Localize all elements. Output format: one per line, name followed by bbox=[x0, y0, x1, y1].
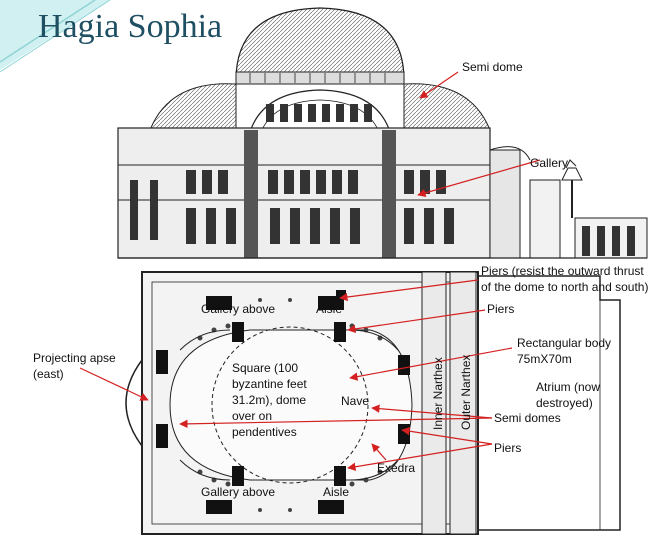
arrow-semi-domes-2 bbox=[371, 404, 493, 419]
label-aisle-top: Aisle bbox=[316, 302, 343, 316]
label-projecting-apse-line2: (east) bbox=[33, 367, 64, 381]
label-square-line4: over on bbox=[232, 409, 273, 423]
label-piers-right: Piers bbox=[487, 302, 515, 316]
label-rectangular-body-line2: 75mX70m bbox=[517, 352, 572, 366]
label-aisle-bottom: Aisle bbox=[323, 485, 350, 499]
label-inner-narthex: Inner Narthex bbox=[431, 357, 445, 430]
label-piers-resist-line1: Piers (resist the outward thrust bbox=[481, 264, 644, 278]
arrow-piers-lower-2 bbox=[347, 443, 493, 471]
label-square-line3: 31.2m), dome bbox=[232, 393, 307, 407]
arrow-piers-resist bbox=[339, 279, 479, 302]
label-exedra: Exedra bbox=[377, 461, 416, 475]
label-projecting-apse-line1: Projecting apse bbox=[33, 351, 116, 365]
arrow-semi-domes-1 bbox=[179, 417, 493, 429]
arrow-semi-dome bbox=[419, 71, 459, 99]
label-gallery-above-bottom: Gallery above bbox=[201, 485, 276, 499]
arrow-piers-right bbox=[347, 309, 486, 334]
label-piers-lower: Piers bbox=[494, 441, 522, 455]
arrow-projecting-apse bbox=[79, 367, 149, 401]
label-atrium-line1: Atrium (now bbox=[536, 380, 601, 394]
label-atrium-line2: destroyed) bbox=[536, 396, 593, 410]
label-nave: Nave bbox=[341, 394, 370, 408]
label-square-line2: byzantine feet bbox=[232, 377, 307, 391]
label-outer-narthex: Outer Narthex bbox=[459, 354, 473, 430]
floor-plan bbox=[125, 271, 621, 535]
label-semi-domes: Semi domes bbox=[494, 411, 561, 425]
label-square-line1: Square (100 bbox=[232, 361, 299, 375]
arrow-gallery bbox=[417, 159, 541, 197]
annotation-arrows bbox=[79, 71, 541, 471]
arrow-exedra bbox=[371, 443, 387, 461]
label-piers-resist-line2: of the dome to north and south) bbox=[481, 280, 649, 294]
diagram-title: Hagia Sophia bbox=[38, 8, 223, 45]
label-gallery: Gallery bbox=[530, 156, 569, 170]
label-semi-dome: Semi dome bbox=[462, 60, 523, 74]
arrow-rectangular-body bbox=[349, 347, 513, 381]
label-rectangular-body-line1: Rectangular body bbox=[517, 336, 612, 350]
label-square-line5: pendentives bbox=[232, 425, 297, 439]
label-gallery-above-top: Gallery above bbox=[201, 302, 276, 316]
corner-decoration bbox=[0, 0, 111, 73]
arrow-piers-lower-1 bbox=[401, 427, 493, 445]
